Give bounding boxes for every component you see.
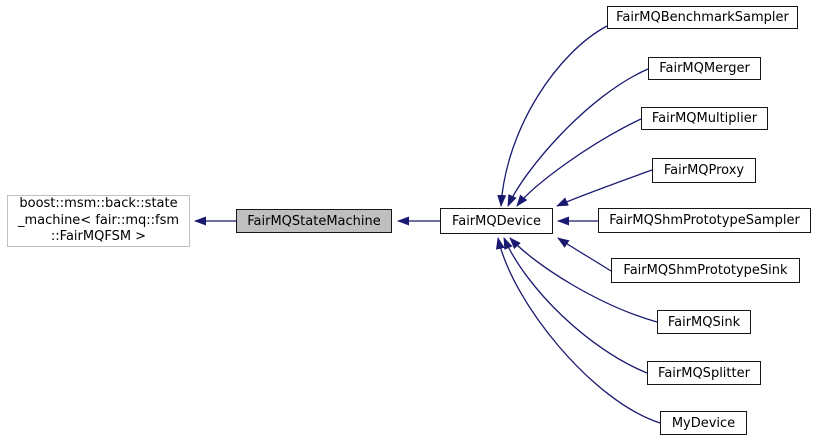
node-label: FairMQStateMachine	[247, 213, 381, 229]
node-fairmqshmprototypesampler[interactable]: FairMQShmPrototypeSampler	[598, 208, 811, 233]
node-label: FairMQMerger	[659, 61, 750, 76]
node-mydevice[interactable]: MyDevice	[660, 411, 747, 435]
node-fairmqmultiplier[interactable]: FairMQMultiplier	[641, 107, 768, 130]
node-fairmqmerger[interactable]: FairMQMerger	[648, 57, 761, 80]
node-fairmqdevice[interactable]: FairMQDevice	[440, 208, 553, 234]
edge-sink-to-device	[509, 237, 658, 323]
edge-mydevice-to-device	[495, 237, 661, 424]
node-label: FairMQMultiplier	[651, 111, 758, 126]
node-label: FairMQShmPrototypeSink	[623, 263, 788, 278]
edge-merger-to-device	[507, 68, 649, 207]
node-fairmqbenchmarksampler[interactable]: FairMQBenchmarkSampler	[607, 6, 798, 29]
node-fairmqshmprototypesink[interactable]: FairMQShmPrototypeSink	[611, 258, 800, 283]
edge-benchmarksampler-to-device	[497, 25, 608, 207]
edge-proxy-to-device	[556, 169, 653, 207]
node-label: FairMQSplitter	[658, 365, 750, 381]
node-fairmqsink[interactable]: FairMQSink	[657, 310, 751, 334]
node-fairmqstatemachine: FairMQStateMachine	[236, 209, 392, 233]
node-label: FairMQDevice	[451, 213, 542, 229]
node-label: boost::msm::back::state _machine< fair::…	[17, 196, 180, 245]
node-label: FairMQProxy	[663, 163, 745, 178]
node-fairmqproxy[interactable]: FairMQProxy	[652, 158, 756, 183]
node-label: FairMQSink	[667, 314, 741, 330]
node-fairmqsplitter[interactable]: FairMQSplitter	[647, 361, 761, 385]
node-boost-msm-state-machine: boost::msm::back::state _machine< fair::…	[7, 195, 190, 247]
edge-multiplier-to-device	[516, 118, 642, 207]
edge-shmprototypesink-to-device	[557, 237, 612, 272]
edge-splitter-to-device	[503, 237, 648, 374]
node-label: FairMQShmPrototypeSampler	[609, 213, 800, 228]
node-label: FairMQBenchmarkSampler	[616, 10, 789, 25]
node-label: MyDevice	[671, 415, 736, 431]
